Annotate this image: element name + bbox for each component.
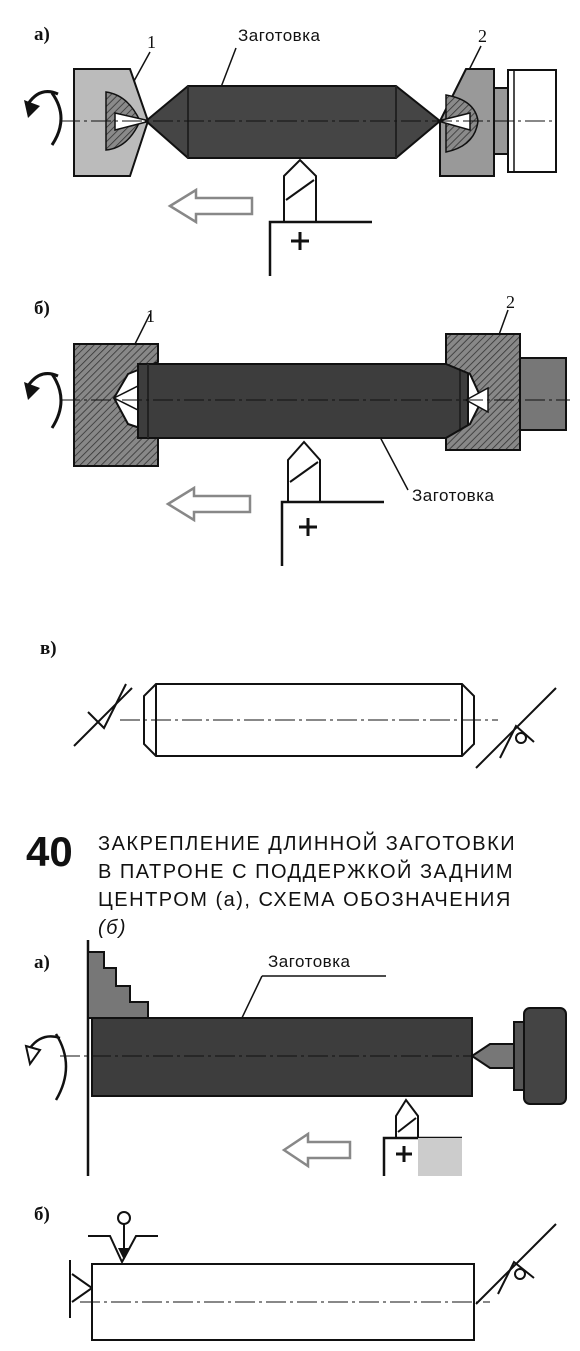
figure-39b-part-2-label: 2 <box>506 292 515 312</box>
rotation-arrow-icon <box>50 92 63 146</box>
feed-direction-arrow-icon <box>167 187 254 225</box>
figure-39a-label: а) <box>34 24 50 45</box>
figure-40a-workpiece-label: Заготовка <box>268 952 351 971</box>
caption-line-3: ЦЕНТРОМ (а), СХЕМА ОБОЗНАЧЕНИЯ <box>98 889 512 911</box>
figure-39b-workpiece-label: Заготовка <box>412 486 495 505</box>
rotation-arrow-icon <box>54 1033 68 1101</box>
feed-direction-arrow-icon <box>281 1131 352 1169</box>
tailstock-center <box>470 1043 515 1069</box>
figure-39v-label: в) <box>40 638 57 659</box>
figure-40a-label: а) <box>34 952 50 973</box>
figure-39b-part-1-label: 1 <box>146 306 155 326</box>
tailstock-quill <box>519 357 567 431</box>
support-symbol-icon <box>87 683 127 730</box>
workpiece <box>137 363 469 439</box>
caption-line-1: ЗАКРЕПЛЕНИЕ ДЛИННОЙ ЗАГОТОВКИ <box>98 833 517 855</box>
caption-line-2: В ПАТРОНЕ С ПОДДЕРЖКОЙ ЗАДНИМ <box>98 861 515 883</box>
figure-40b-scheme <box>69 1211 557 1341</box>
figure-40b-label: б) <box>34 1204 50 1225</box>
tailstock-knurled-handwheel <box>523 1007 567 1105</box>
caption-line-4: (б) <box>98 917 128 939</box>
figure-39a-diagram <box>24 45 557 276</box>
figure-39a-workpiece-label: Заготовка <box>238 26 321 45</box>
support-symbol-icon <box>71 1273 94 1303</box>
figure-39b-diagram <box>24 309 570 566</box>
figure-40-number: 40 <box>26 828 73 875</box>
feed-direction-arrow-icon <box>165 485 252 523</box>
figure-39a-part-1-label: 1 <box>147 32 156 52</box>
rotation-arrow-icon <box>50 373 63 429</box>
chuck-jaws <box>87 951 149 1019</box>
center-symbol-icon <box>499 724 535 759</box>
figure-40-caption: ЗАКРЕПЛЕНИЕ ДЛИННОЙ ЗАГОТОВКИ В ПАТРОНЕ … <box>98 830 568 942</box>
figure-39v-scheme <box>73 683 557 769</box>
force-symbol-icon <box>117 1211 131 1225</box>
workpiece <box>91 1017 473 1097</box>
figure-39b-label: б) <box>34 298 50 319</box>
center-symbol-icon <box>497 1260 535 1295</box>
figure-39a-part-2-label: 2 <box>478 26 487 46</box>
figure-40a-diagram <box>24 940 567 1176</box>
